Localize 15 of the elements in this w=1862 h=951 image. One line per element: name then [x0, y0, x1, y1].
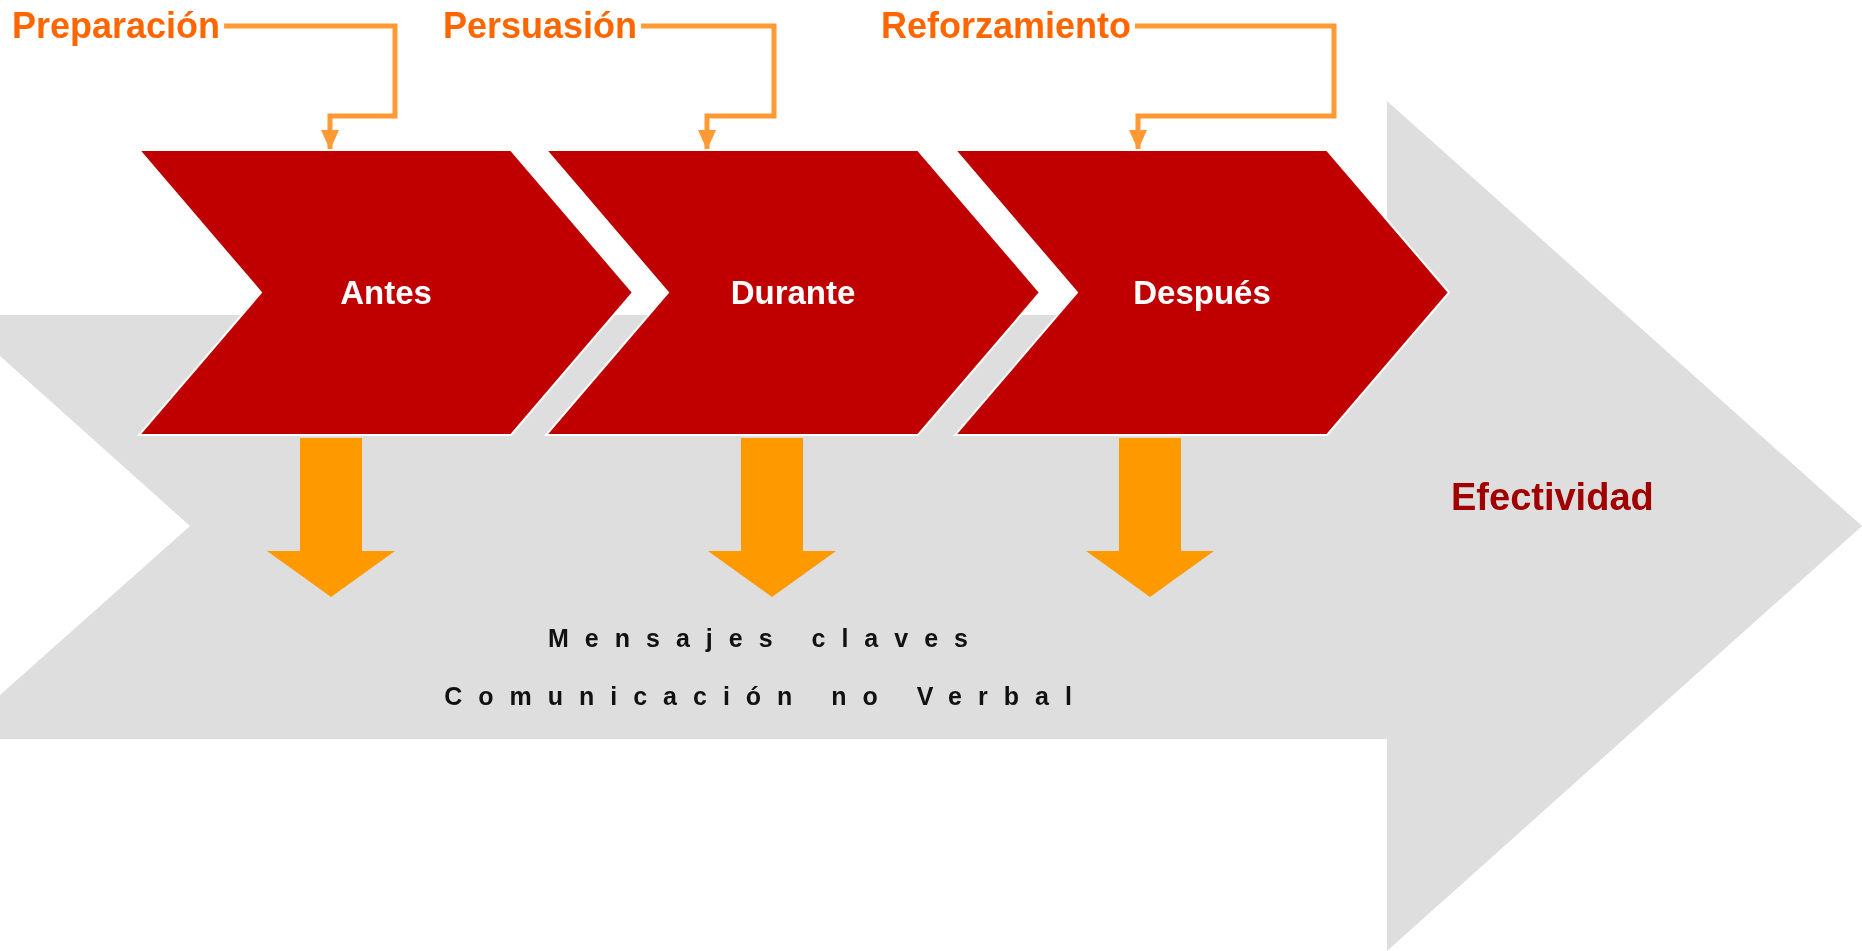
block-arrow	[708, 438, 836, 597]
block-arrow	[1086, 438, 1214, 597]
phase-label: Persuasión	[443, 4, 638, 48]
phase-label: Preparación	[12, 4, 221, 48]
step-label: Antes	[340, 273, 432, 312]
phase-label: Reforzamiento	[881, 4, 1132, 48]
block-arrow	[267, 438, 395, 597]
arrow-label: Efectividad	[1451, 476, 1654, 519]
step-label: Durante	[730, 273, 856, 312]
elbow-arrow	[1129, 23, 1337, 150]
step-label: Después	[1133, 273, 1271, 312]
elbow-arrow	[224, 23, 398, 150]
elbow-arrow	[641, 23, 777, 150]
key-message-text: Comunicación no Verbal	[444, 681, 1088, 712]
key-message-text: Mensajes claves	[548, 623, 984, 654]
